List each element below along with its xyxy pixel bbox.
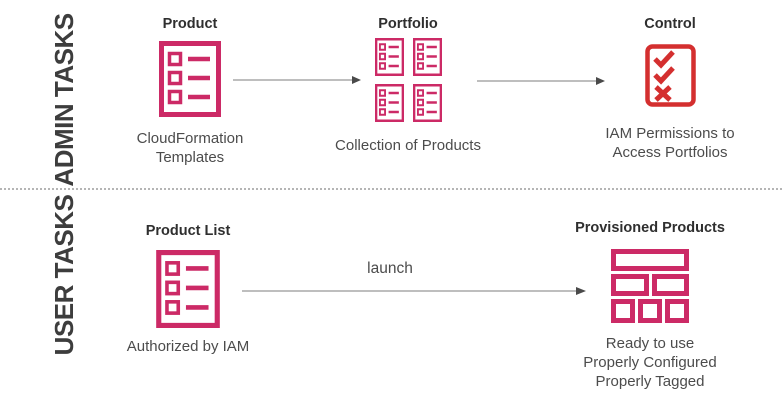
- admin-tasks-label: ADMIN TASKS: [49, 13, 79, 187]
- product-list-icon: [159, 41, 221, 117]
- user-tasks-label: USER TASKS: [49, 194, 79, 356]
- provisioned-caption-line: Properly Configured: [583, 354, 717, 371]
- launch-arrow: [242, 287, 586, 295]
- portfolio-title: Portfolio: [378, 16, 438, 32]
- control-caption-line: Access Portfolios: [612, 144, 728, 161]
- product-list-caption: Authorized by IAM: [127, 337, 250, 356]
- checklist-icon: [644, 44, 696, 107]
- control-caption-line: IAM Permissions to: [605, 125, 735, 142]
- portfolio-step: Portfolio: [328, 16, 488, 155]
- control-title: Control: [644, 16, 696, 32]
- provisioned-products-title: Provisioned Products: [575, 220, 725, 236]
- product-list-step: Product List Authorized by IAM: [108, 223, 268, 356]
- portfolio-mini-product-icon: [412, 38, 442, 76]
- provisioned-products-step: Provisioned Products Ready to use Proper…: [563, 220, 737, 391]
- section-divider: [0, 188, 782, 190]
- product-caption-line: Templates: [155, 149, 225, 166]
- product-list-caption-line: Authorized by IAM: [126, 338, 250, 355]
- provisioned-caption-line: Properly Tagged: [595, 373, 705, 390]
- launch-label: launch: [367, 260, 413, 277]
- control-caption: IAM Permissions to Access Portfolios: [605, 124, 734, 162]
- product-caption-line: CloudFormation: [136, 130, 244, 147]
- arrow-product-to-portfolio: [233, 76, 361, 84]
- product-list-icon: [156, 250, 220, 328]
- product-title: Product: [162, 16, 218, 32]
- provisioned-products-caption: Ready to use Properly Configured Properl…: [583, 334, 716, 391]
- provisioned-products-icon: [611, 249, 689, 323]
- portfolio-mini-product-icon: [374, 84, 404, 122]
- arrow-portfolio-to-control: [477, 77, 605, 85]
- product-step: Product CloudFormation Templates: [110, 16, 270, 167]
- portfolio-mini-product-icon: [374, 38, 404, 76]
- control-step: Control IAM Permissions to Access Portfo…: [590, 16, 750, 162]
- provisioned-caption-line: Ready to use: [605, 335, 695, 352]
- portfolio-mini-product-icon: [412, 84, 442, 122]
- product-caption: CloudFormation Templates: [137, 129, 244, 167]
- portfolio-caption-line: Collection of Products: [335, 137, 481, 154]
- portfolio-grid: [374, 38, 442, 122]
- portfolio-caption: Collection of Products: [335, 136, 481, 155]
- product-list-title: Product List: [145, 223, 231, 239]
